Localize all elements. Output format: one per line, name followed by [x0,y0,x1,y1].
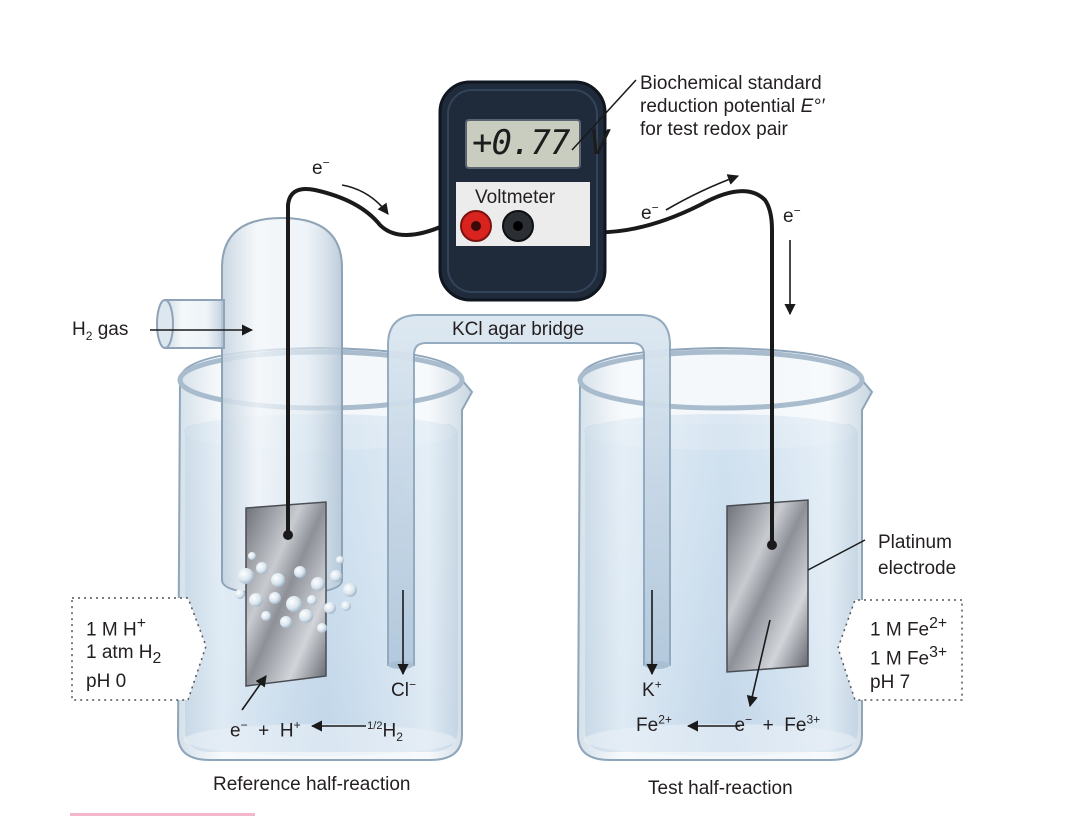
test-platinum-electrode [726,499,809,673]
annotation-line-3: for test redox pair [640,119,788,140]
reference-caption: Reference half-reaction [213,774,411,795]
voltmeter-reading: +0.77 V [472,123,609,163]
hydrogen-electrode-tube [156,216,343,596]
potassium-ion-label: K+ [642,677,662,701]
reference-platinum-electrode [245,501,327,687]
fraction: 1/2 [367,720,383,732]
platinum-electrode-label: Platinum electrode [878,532,957,579]
electron-arrow-left [341,184,389,215]
annotation-line-2-text: reduction potential [640,96,796,117]
left-wire [286,187,446,535]
electron-label-right: e− [783,203,801,227]
chloride-ion-label: Cl− [391,677,416,701]
reference-reaction: e− + H+ 1/2H2 [230,718,403,745]
h2-gas-label: H2 gas [72,319,129,343]
test-beaker [576,346,874,761]
annotation-line-1: Biochemical standard [640,73,822,94]
voltmeter-display [465,119,581,169]
right-conditions-text: 1 M Fe2+ 1 M Fe3+ pH 7 [870,615,948,693]
voltmeter-label: Voltmeter [475,187,556,208]
test-beaker-rim [577,349,865,411]
electron-label-left: e− [312,155,330,179]
left-conditions-text: 1 M H+ 1 atm H2 pH 0 [86,615,162,693]
annotation-symbol: E°′ [800,96,825,117]
reference-electron-arrow [241,675,267,711]
right-conditions-box [837,599,963,701]
annotation-line-2: reduction potential E°′ [640,95,824,118]
right-wire [589,189,774,545]
test-electron-arrow [746,619,771,708]
test-reaction: Fe2+ e− + Fe3+ [636,712,821,736]
platinum-leader [807,539,866,571]
annotation-leader [571,79,637,151]
electron-arrow-top-right [665,174,740,211]
accent-underline [70,813,255,816]
hydrogen-bubbles [235,552,357,633]
bridge-label: KCl agar bridge [452,319,585,340]
test-caption: Test half-reaction [648,778,793,799]
electron-label-middle: e− [641,200,659,224]
voltmeter [438,80,607,302]
left-conditions-box [71,597,207,701]
annotation-text: Biochemical standard reduction potential… [640,72,824,141]
